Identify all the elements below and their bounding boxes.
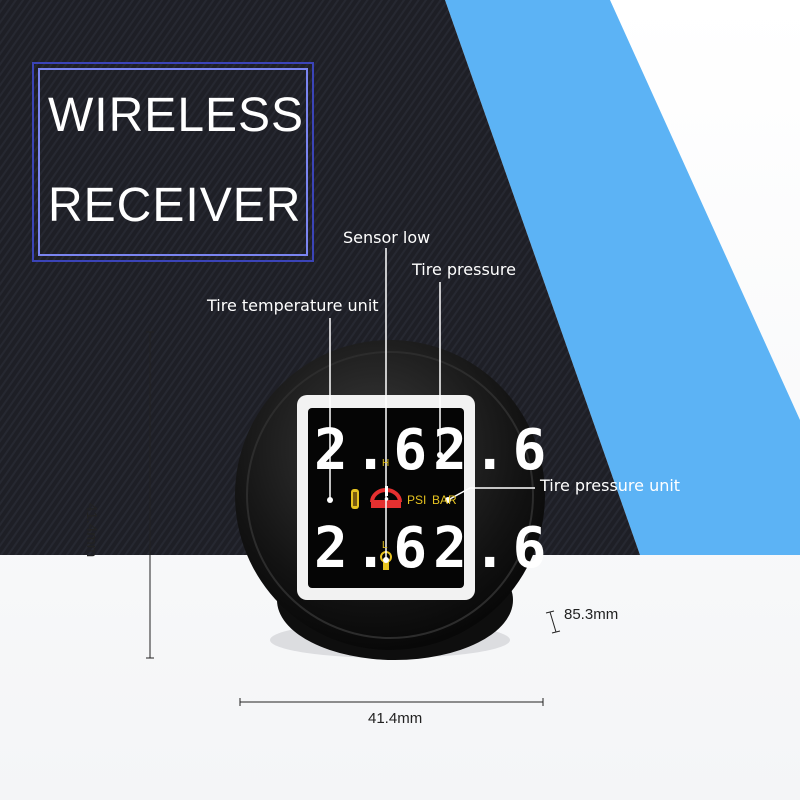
title-frame-outer: [32, 62, 314, 262]
thermometer-icon: [351, 489, 359, 509]
bar-unit-label: BAR: [432, 493, 457, 507]
depth-dimension-label: 85.3mm: [564, 606, 619, 623]
callout-sensor-low: Sensor low: [343, 228, 431, 247]
top-pressure-reading: 2.62.6: [314, 418, 553, 483]
title-frame-inner: [38, 68, 308, 256]
bottom-pressure-reading: 2.62.6: [314, 516, 553, 581]
title-block: WIRELESS RECEIVER: [30, 60, 314, 262]
callout-tire-pressure: Tire pressure: [412, 260, 516, 279]
callout-lines: [329, 248, 535, 560]
width-dimension-label: 41.4mm: [368, 710, 423, 727]
title-line-2: RECEIVER: [48, 179, 302, 232]
height-dimension-label: 41.4mm: [83, 503, 100, 558]
dimension-lines: [146, 331, 561, 706]
callout-tire-pressure-unit: Tire pressure unit: [540, 476, 681, 495]
low-marker: L: [382, 540, 388, 551]
title-line-1: WIRELESS: [48, 89, 305, 142]
high-marker: H: [382, 458, 390, 469]
callout-tire-temperature-unit: Tire temperature unit: [207, 296, 379, 315]
psi-unit-label: PSI: [407, 493, 427, 507]
callout-dots: [327, 452, 451, 563]
